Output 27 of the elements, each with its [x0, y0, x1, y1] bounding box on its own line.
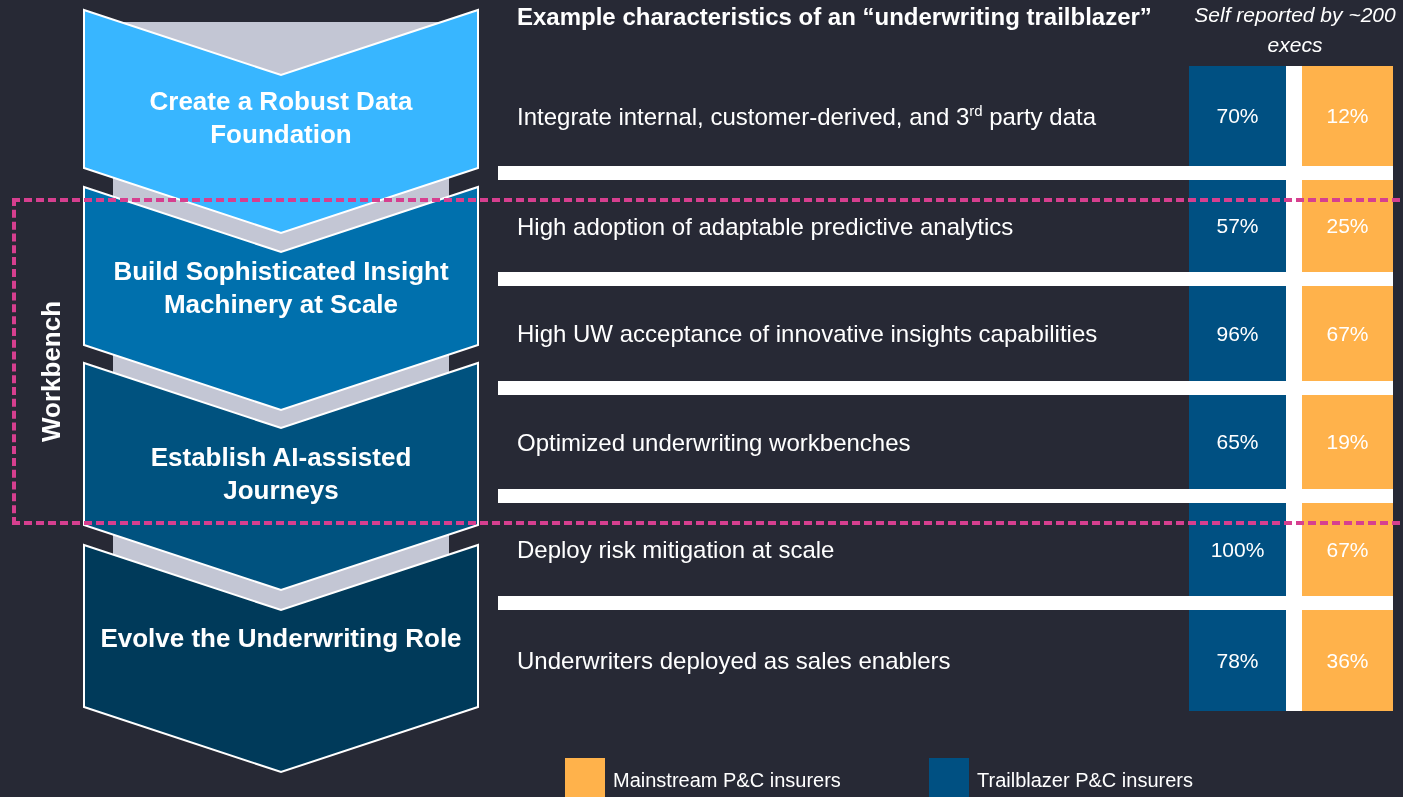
legend-text: Mainstream P&C insurers — [613, 768, 841, 792]
characteristic-text: Integrate internal, customer-derived, and 3$^{rd}$ party data — [517, 100, 1097, 132]
column-note: Self reported by ~200 execs — [1193, 2, 1397, 58]
percentage-cell: 25% — [1302, 180, 1393, 272]
legend-text: Trailblazer P&C insurers — [977, 768, 1193, 792]
percentage-cell: 67% — [1302, 503, 1393, 596]
percentage-cell: 78% — [1189, 610, 1286, 711]
percentage-cell: 19% — [1302, 395, 1393, 489]
characteristic-text: High UW acceptance of innovative insights capabilities — [517, 319, 1099, 349]
characteristic-text: Deploy risk mitigation at scale — [517, 535, 836, 565]
percentage-cell: 96% — [1189, 286, 1286, 381]
percentage-cell: 57% — [1189, 180, 1286, 272]
characteristic-text: High adoption of adaptable predictive analytics — [517, 211, 1015, 242]
percentage-cell: 65% — [1189, 395, 1286, 489]
table-heading: Example characteristics of an “underwriting trailblazer” — [517, 2, 1153, 31]
step-title: Create a Robust Data Foundation — [148, 85, 414, 151]
group-label: Workbench — [36, 300, 67, 442]
percentage-cell: 67% — [1302, 286, 1393, 381]
percentage-cell: 100% — [1189, 503, 1286, 596]
step-title: Establish AI-assisted Journeys — [149, 441, 413, 507]
percentage-cell: 36% — [1302, 610, 1393, 711]
percentage-cell: 70% — [1189, 66, 1286, 166]
characteristic-text: Optimized underwriting workbenches — [517, 427, 912, 458]
step-title: Evolve the Underwriting Role — [99, 622, 463, 655]
step-title: Build Sophisticated Insight Machinery at Scale — [112, 255, 450, 321]
characteristic-text: Underwriters deployed as sales enablers — [517, 646, 952, 676]
percentage-cell: 12% — [1302, 66, 1393, 166]
